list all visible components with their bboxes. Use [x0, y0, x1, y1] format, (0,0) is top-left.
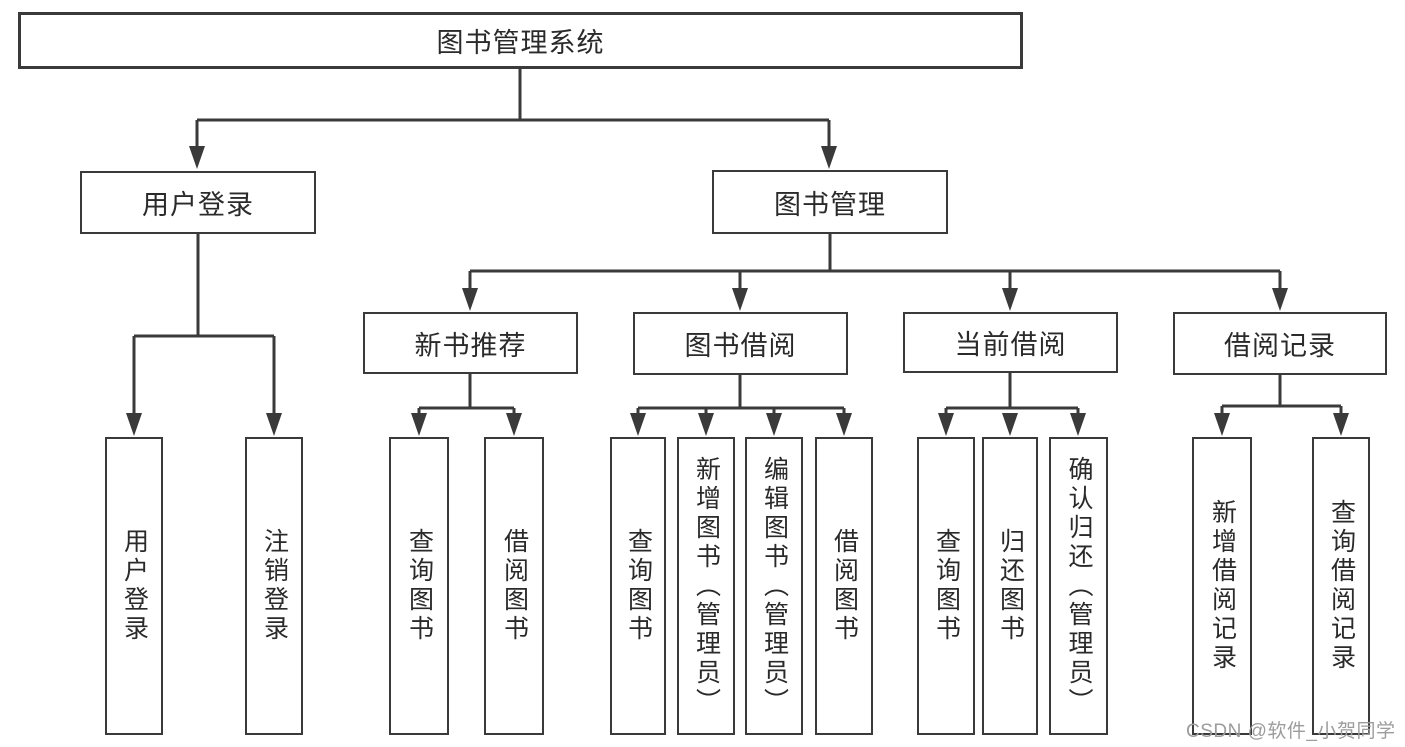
- leaf-logout: 注销登录: [245, 437, 303, 735]
- leaf-query-books-current: 查询图书: [917, 437, 975, 735]
- leaf-label: 查询图书: [405, 528, 434, 644]
- node-label: 图书管理系统: [436, 28, 605, 58]
- node-label: 图书借阅: [684, 331, 797, 361]
- watermark: CSDN @软件_小贺同学: [1186, 721, 1396, 742]
- node-library-system: 图书管理系统: [18, 12, 1023, 69]
- leaf-label: 查询图书: [932, 528, 961, 644]
- arrowheads: [126, 146, 1349, 436]
- leaf-edit-book-admin: 编辑图书（管理员）: [745, 437, 803, 735]
- leaf-label: 归还图书: [996, 528, 1025, 644]
- leaf-label: 用户登录: [120, 528, 149, 644]
- node-new-book-recommend: 新书推荐: [363, 312, 578, 374]
- leaf-label: 注销登录: [260, 528, 289, 644]
- node-label: 用户登录: [142, 190, 254, 220]
- node-book-management: 图书管理: [712, 170, 948, 234]
- leaf-label: 确认归还（管理员）: [1065, 455, 1093, 717]
- leaf-query-books-recommend: 查询图书: [389, 437, 449, 735]
- leaf-label: 新增借阅记录: [1208, 499, 1237, 673]
- leaf-borrow-books-borrowing: 借阅图书: [815, 437, 873, 735]
- leaf-label: 查询图书: [624, 528, 653, 644]
- leaf-label: 借阅图书: [830, 528, 859, 644]
- node-label: 图书管理: [774, 189, 886, 220]
- leaf-return-book: 归还图书: [982, 437, 1038, 735]
- leaf-query-borrow-record: 查询借阅记录: [1312, 437, 1370, 735]
- leaf-label: 编辑图书（管理员）: [760, 455, 789, 717]
- leaf-confirm-return-admin: 确认归还（管理员）: [1049, 437, 1108, 735]
- leaf-label: 借阅图书: [500, 528, 529, 644]
- node-current-borrowing: 当前借阅: [903, 312, 1118, 373]
- leaf-user-login: 用户登录: [105, 437, 163, 735]
- node-label: 当前借阅: [954, 330, 1067, 360]
- leaf-label: 查询借阅记录: [1327, 499, 1356, 673]
- leaf-borrow-books-recommend: 借阅图书: [484, 437, 544, 735]
- leaf-query-books-borrowing: 查询图书: [610, 437, 666, 735]
- leaf-add-borrow-record: 新增借阅记录: [1192, 437, 1252, 735]
- node-borrow-records: 借阅记录: [1173, 312, 1387, 375]
- node-label: 借阅记录: [1224, 331, 1336, 361]
- node-book-borrowing: 图书借阅: [633, 312, 848, 375]
- node-label: 新书推荐: [414, 330, 527, 361]
- node-user-login: 用户登录: [80, 171, 316, 234]
- leaf-label: 新增图书（管理员）: [692, 455, 721, 717]
- leaf-add-book-admin: 新增图书（管理员）: [677, 437, 735, 735]
